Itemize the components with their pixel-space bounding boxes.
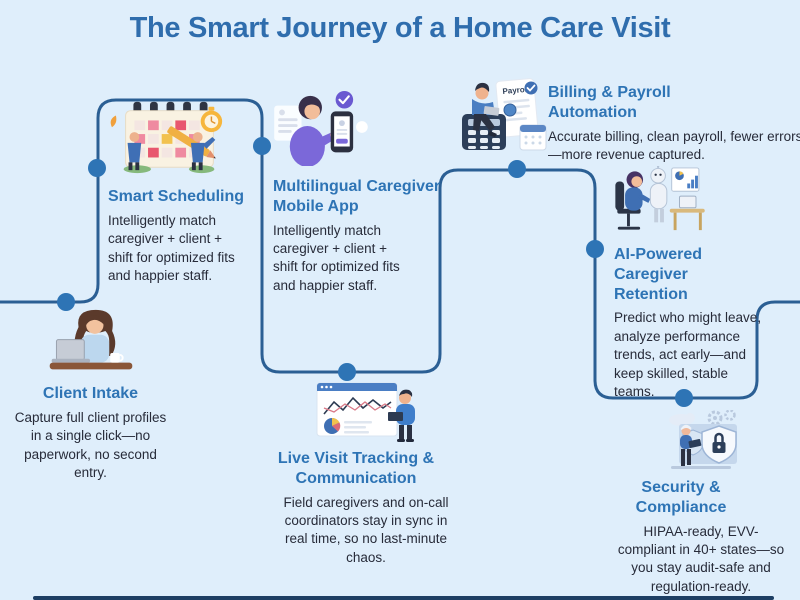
step-billing-payroll-automation: Billing & Payroll Automation Accurate bi… [548,83,800,164]
multilingual-mobile-app-icon [273,90,443,171]
security-compliance-shield-icon [606,410,796,472]
step-description: Accurate billing, clean payroll, fewer e… [548,128,800,163]
client-intake-woman-laptop-icon [8,306,173,378]
page-title: The Smart Journey of a Home Care Visit [129,12,671,44]
journey-node-7 [675,389,693,407]
billing-payroll-calculator-icon: Payroll [460,78,550,158]
step-title: Client Intake [42,385,139,402]
step-multilingual-caregiver-mobile-app: Multilingual Caregiver Mobile App Intell… [273,90,443,295]
journey-node-5 [508,160,526,178]
step-title: Smart Scheduling [108,188,245,205]
step-smart-scheduling: Smart Scheduling Intelligently match car… [108,98,248,285]
step-description: HIPAA-ready, EVV-compliant in 40+ states… [617,523,785,594]
payroll-doc-label: Payroll [502,85,529,96]
journey-node-1 [57,293,75,311]
live-visit-tracking-dashboard-icon [256,381,476,443]
step-description: Field caregivers and on-call coordinator… [283,494,449,565]
step-description: Intelligently match caregiver + client +… [108,212,235,283]
step-title: Billing & Payroll Automation [548,84,671,121]
step-client-intake: Client Intake Capture full client profil… [8,306,173,482]
ai-caregiver-retention-robot-icon [614,165,774,239]
step-live-visit-tracking-communication: Live Visit Tracking & Communication Fiel… [256,381,476,567]
journey-node-4 [338,363,356,381]
step-title: Live Visit Tracking & Communication [277,450,435,487]
step-description: Predict who might leave, analyze perform… [614,310,762,399]
footer-accent-bar [33,596,774,600]
step-security-compliance: Security & Compliance HIPAA-ready, EVV-c… [606,410,796,596]
step-title: Security & Compliance [635,479,727,516]
step-description: Intelligently match caregiver + client +… [273,222,400,293]
smart-scheduling-calendar-icon [108,98,248,181]
step-title: Multilingual Caregiver Mobile App [273,178,441,215]
step-billing-payroll-icon-block: Payroll [460,78,550,164]
step-description: Capture full client profiles in a single… [14,409,167,480]
journey-node-6 [586,240,604,258]
journey-line [0,98,800,400]
step-ai-powered-caregiver-retention: AI-Powered Caregiver Retention Predict w… [614,165,774,401]
step-title: AI-Powered Caregiver Retention [614,246,703,303]
journey-node-3 [253,137,271,155]
journey-node-2 [88,159,106,177]
